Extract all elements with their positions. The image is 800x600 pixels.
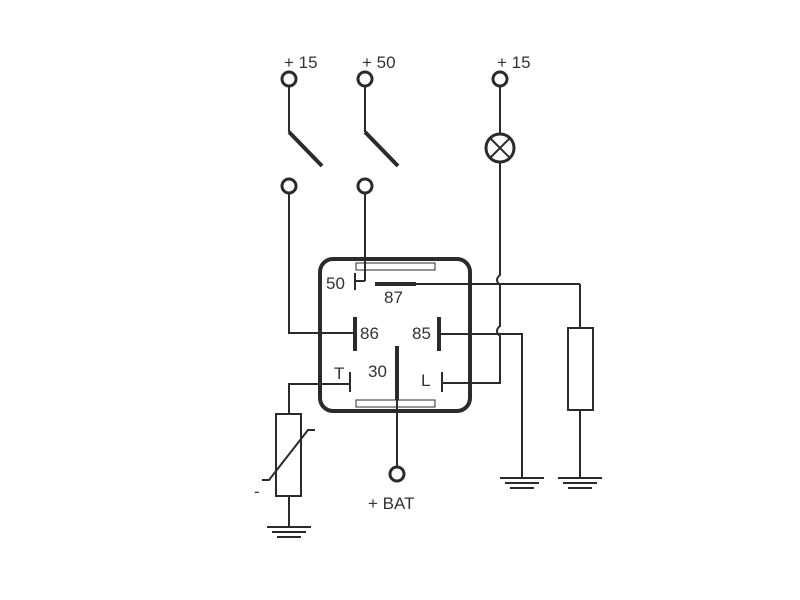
switch-blade-middle <box>363 130 400 168</box>
sensor-sign: - <box>254 482 260 501</box>
terminal-plus15-right <box>491 70 509 88</box>
label-plus50: + 50 <box>362 53 396 72</box>
switch-blade-left <box>287 130 324 168</box>
pin-L-label: L <box>421 371 430 390</box>
terminal-plus15-left <box>280 70 298 88</box>
terminal-switch-middle-out <box>356 177 374 195</box>
ground-icon-right <box>558 477 602 489</box>
pin-50-label: 50 <box>326 274 345 293</box>
ground-icon-middle <box>500 477 544 489</box>
wire-85-ground <box>439 333 523 478</box>
label-plus15-right: + 15 <box>497 53 531 72</box>
pin-87-label: 87 <box>384 288 403 307</box>
pin-30-label: 30 <box>368 362 387 381</box>
housing-clip-top <box>355 262 436 271</box>
lamp-icon <box>484 132 516 164</box>
terminal-plus50 <box>356 70 374 88</box>
terminal-switch-left-out <box>280 177 298 195</box>
ignition-switch <box>280 70 324 195</box>
label-plus15-left: + 15 <box>284 53 318 72</box>
ground-icon-left <box>267 526 311 538</box>
pin-86-label: 86 <box>360 324 379 343</box>
housing-clip-bottom <box>355 399 436 408</box>
terminal-battery <box>388 465 406 483</box>
start-switch <box>356 70 400 195</box>
pin-85-label: 85 <box>412 324 431 343</box>
wire-T-sensor <box>288 383 350 414</box>
label-battery: + BAT <box>368 494 414 513</box>
pin-T-label: T <box>334 364 344 383</box>
temperature-sensor-icon <box>262 413 315 497</box>
resistor-icon <box>567 327 594 411</box>
wire-to-86 <box>288 193 355 334</box>
